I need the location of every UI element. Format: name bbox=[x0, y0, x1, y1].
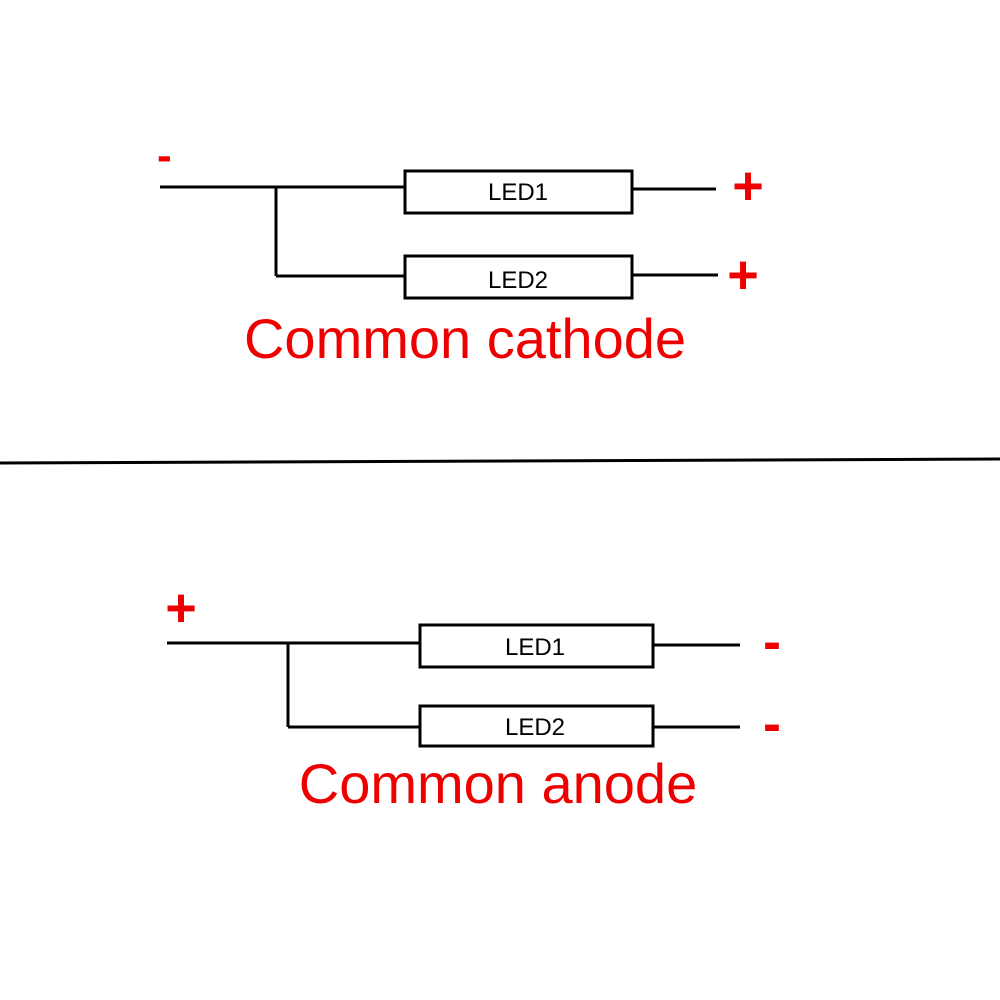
cathode-output2-sign: + bbox=[727, 245, 759, 305]
cathode-input-sign: - bbox=[157, 131, 172, 180]
cathode-led2-label: LED2 bbox=[488, 267, 548, 294]
cathode-led1-label: LED1 bbox=[488, 179, 548, 206]
anode-caption: Common anode bbox=[299, 752, 697, 815]
anode-input-sign: + bbox=[165, 578, 197, 638]
section-divider bbox=[0, 457, 1000, 465]
anode-led2-label: LED2 bbox=[505, 714, 565, 741]
cathode-caption: Common cathode bbox=[244, 307, 686, 370]
cathode-output1-sign: + bbox=[732, 156, 764, 216]
anode-led1-label: LED1 bbox=[505, 634, 565, 661]
cathode-led2-box bbox=[403, 254, 634, 300]
anode-output1-sign: - bbox=[763, 612, 781, 672]
common-cathode-circuit: - LED1 LED2 + + Common cathode bbox=[157, 131, 764, 370]
anode-output2-sign: - bbox=[763, 694, 781, 754]
common-anode-circuit: + LED1 LED2 - - Common anode bbox=[165, 578, 781, 815]
cathode-led1-box bbox=[403, 169, 634, 215]
